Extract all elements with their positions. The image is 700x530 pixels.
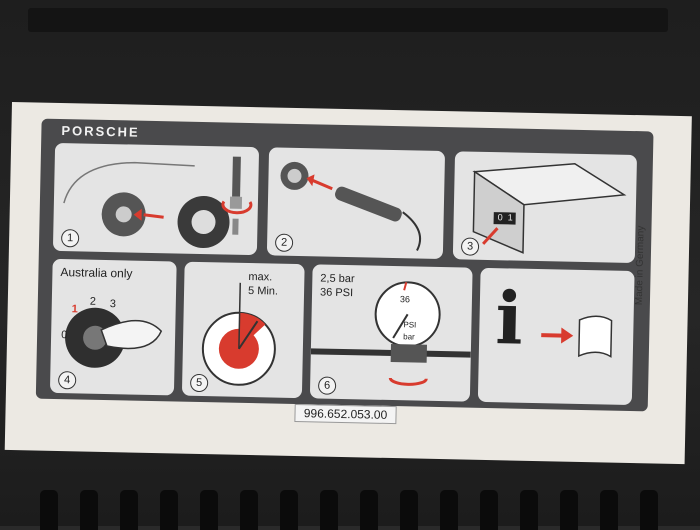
switch-off-label: 0 (497, 212, 503, 223)
vent-slot (440, 490, 458, 530)
tile-6-gauge: 2,5 bar 36 PSI 36 PSI bar 6 (309, 264, 473, 402)
gauge-bar: bar (403, 332, 415, 342)
vent-slot (600, 490, 618, 530)
time-max: max. (248, 270, 273, 284)
manual-book-icon (541, 315, 613, 358)
ignition-key-illustration (65, 307, 163, 368)
vent-slot (280, 490, 298, 530)
brand-logo: PORSCHE (61, 123, 140, 140)
clock-illustration (201, 282, 276, 386)
housing-lid-edge (28, 8, 668, 32)
vent-slot (160, 490, 178, 530)
tile-info: i (477, 267, 635, 406)
switch-on-label: 1 (507, 212, 513, 223)
key-pos-3: 3 (109, 298, 117, 311)
vent-slot (560, 490, 578, 530)
vent-slot (200, 490, 218, 530)
instruction-sticker: PORSCHE 1 (4, 102, 692, 465)
vent-slot (80, 490, 98, 530)
vent-slot (40, 490, 58, 530)
tile-5-timer: max. 5 Min. 5 (181, 261, 305, 399)
tile-3-switch: 0 1 3 (452, 151, 638, 264)
key-pos-1: 1 (71, 303, 78, 316)
tile-2-plug: 2 (266, 147, 446, 260)
pressure-gauge-illustration (310, 281, 471, 386)
gauge-36: 36 (399, 294, 411, 305)
plug-socket-illustration (280, 161, 421, 251)
vent-slot (240, 490, 258, 530)
vent-slot (640, 490, 658, 530)
vent-slot (520, 490, 538, 530)
part-number: 996.652.053.00 (294, 403, 397, 425)
key-pos-0: 0 (61, 329, 68, 342)
tile-4-ignition: Australia only 0 1 2 3 4 (49, 258, 177, 396)
car-wheel-illustration (63, 156, 253, 249)
vent-slot (360, 490, 378, 530)
vent-slot (320, 490, 338, 530)
pressure-bar: 2,5 bar (320, 272, 355, 286)
vent-slot (480, 490, 498, 530)
vent-grille (40, 486, 680, 530)
compressor-box-illustration (472, 163, 627, 254)
pressure-psi: 36 PSI (319, 286, 354, 300)
made-in-label: Made in Germany (633, 225, 647, 306)
vent-slot (400, 490, 418, 530)
time-limit: 5 Min. (247, 284, 279, 298)
tile-1-valve: 1 (52, 142, 260, 256)
key-pos-2: 2 (89, 295, 97, 308)
vent-slot (120, 490, 138, 530)
gauge-psi: PSI (403, 320, 417, 330)
